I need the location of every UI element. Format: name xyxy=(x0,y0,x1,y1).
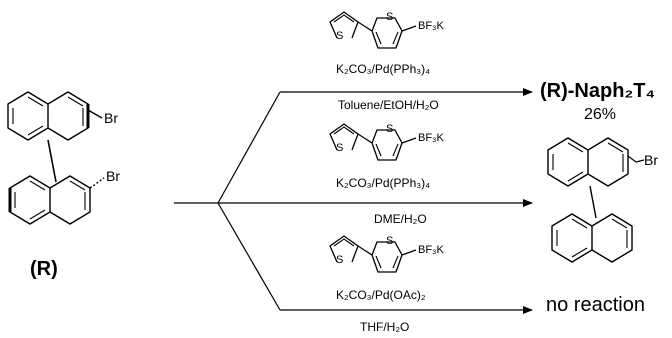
s-atom-1a: S xyxy=(336,30,344,42)
s-atom-2a: S xyxy=(336,142,344,154)
s-atom-1b: S xyxy=(386,11,394,23)
product-3-name: no reaction xyxy=(546,294,645,316)
sm-br-bottom: Br xyxy=(106,168,120,184)
product-2-br: Br xyxy=(644,152,658,168)
bf3k-1: BF₃K xyxy=(418,20,444,32)
starting-binaphthyl xyxy=(7,91,105,225)
bf3k-2: BF₃K xyxy=(418,132,444,144)
product-bromobinaphthyl xyxy=(547,137,645,263)
conditions-2-bottom: DME/H₂O xyxy=(374,212,427,226)
sm-br-top: Br xyxy=(104,110,118,126)
conditions-2-top: K₂CO₃/Pd(PPh₃)₄ xyxy=(336,176,431,190)
conditions-1-top: K₂CO₃/Pd(PPh₃)₄ xyxy=(336,62,431,76)
s-atom-2b: S xyxy=(386,123,394,135)
product-1-yield: 26% xyxy=(584,106,617,123)
sm-label: (R) xyxy=(30,258,58,280)
s-atom-3b: S xyxy=(386,235,394,247)
conditions-1-bottom: Toluene/EtOH/H₂O xyxy=(338,98,439,112)
reaction-arrows xyxy=(174,88,533,314)
bf3k-3: BF₃K xyxy=(418,244,444,256)
s-atom-3a: S xyxy=(336,254,344,266)
conditions-3-bottom: THF/H₂O xyxy=(360,320,410,334)
product-1-name: (R)-Naph₂T₄ xyxy=(540,80,656,102)
conditions-3-top: K₂CO₃/Pd(OAc)₂ xyxy=(336,288,426,302)
